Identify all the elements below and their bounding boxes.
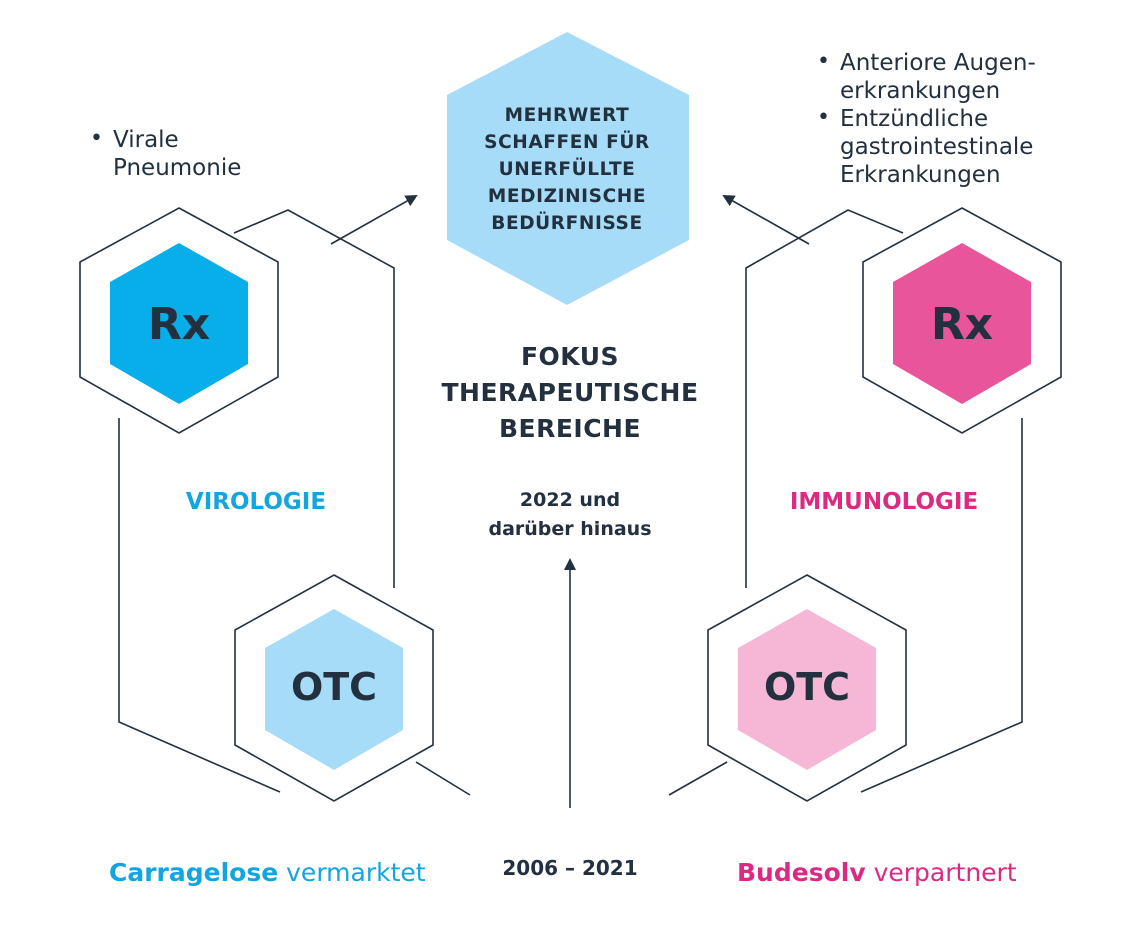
top-goal-line: UNERFÜLLTE [499,158,636,180]
left-frame-outer [118,418,281,793]
virology-label: VIROLOGIE [186,489,326,515]
right-otc-outer-hexagon [707,574,907,802]
bullet-line: Entzündliche [840,106,988,132]
right-rx-outer-hexagon [862,207,1062,434]
top-goal-line: SCHAFFEN FÜR [484,131,650,153]
center-title-line: BEREICHE [499,414,641,443]
right-timeline-connector [668,761,728,796]
left-timeline-connector [415,761,471,796]
top-goal-line: MEDIZINISCHE [488,186,646,207]
bullet-line: erkrankungen [840,78,1000,104]
otc-immunology-hexagon [738,609,876,770]
bullet-line: Pneumonie [113,155,241,181]
bullet-line: gastrointestinale [840,134,1033,160]
left-otc-label: OTC [291,665,377,709]
center-title: FOKUS THERAPEUTISCHE BEREICHE [441,342,698,443]
left-rx-label: Rx [148,299,210,350]
left-footer-status: vermarktet [286,858,426,887]
right-frame-inner [745,209,904,588]
top-goal-hexagon [447,32,689,305]
bullet-dot: • [817,49,830,74]
bullet-dot: • [817,105,830,130]
rx-immunology-hexagon [893,243,1031,404]
right-rx-label: Rx [931,299,993,350]
right-footer: Budesolv verpartnert [737,858,1017,887]
past-period: 2006 – 2021 [502,856,637,880]
right-footer-status: verpartnert [874,858,1017,887]
center-title-line: FOKUS [521,342,619,371]
bullet-dot: • [90,126,103,151]
left-bullet-list: • Virale Pneumonie [90,126,241,181]
top-goal-line: MEHRWERT [505,105,630,126]
bullet-line: Erkrankungen [840,162,1001,188]
top-goal-line: BEDÜRFNISSE [491,212,642,234]
future-period-line: darüber hinaus [488,518,651,540]
left-footer: Carragelose vermarktet [109,858,426,887]
right-footer-product: Budesolv [737,858,866,887]
top-goal-text: MEHRWERT SCHAFFEN FÜR UNERFÜLLTE MEDIZIN… [484,105,650,234]
left-footer-product: Carragelose [109,858,278,887]
bullet-line: Anteriore Augen- [840,50,1036,76]
rx-virology-hexagon [110,243,248,404]
bullet-line: Virale [113,127,179,153]
immunology-label: IMMUNOLOGIE [790,489,978,515]
left-otc-outer-hexagon [234,574,434,802]
center-title-line: THERAPEUTISCHE [441,378,698,407]
future-period: 2022 und darüber hinaus [488,489,651,540]
left-frame-inner [233,209,395,588]
right-frame-outer [860,418,1023,793]
right-otc-label: OTC [764,665,850,709]
future-period-line: 2022 und [520,489,620,511]
right-bullet-list: • Anteriore Augen- erkrankungen • Entzün… [817,49,1036,188]
left-rx-outer-hexagon [79,207,279,434]
left-arrow [330,195,418,245]
right-arrow [722,195,810,245]
otc-virology-hexagon [265,609,403,770]
